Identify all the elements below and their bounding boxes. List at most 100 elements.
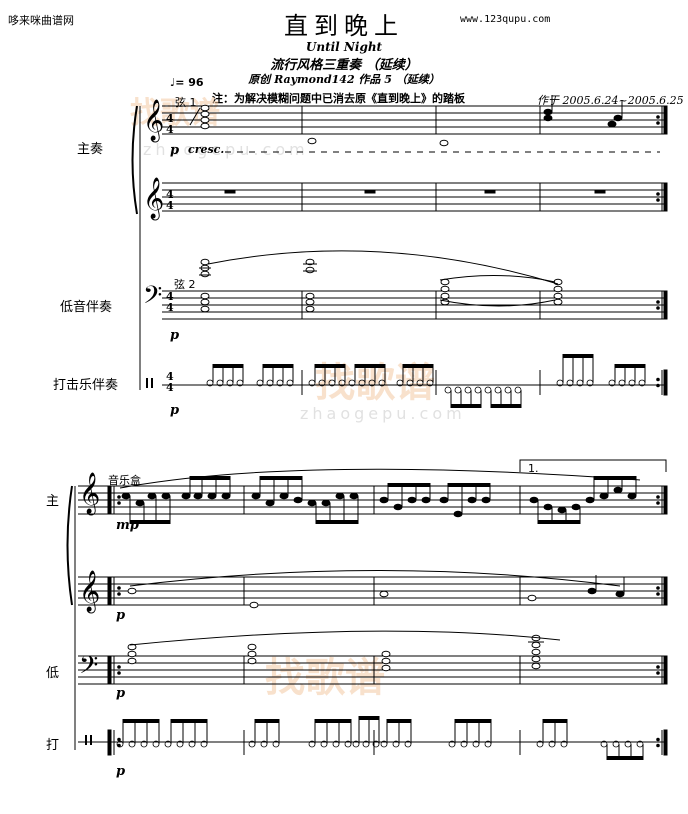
percussion-note [474, 386, 482, 394]
note-head [200, 258, 210, 266]
note-head [251, 492, 261, 500]
note-head [127, 650, 137, 658]
percussion-note [494, 386, 502, 394]
note-head [381, 657, 391, 665]
note-head [135, 499, 145, 507]
repeat-dot [656, 671, 660, 675]
beam [354, 364, 386, 368]
volta-bracket [519, 459, 667, 472]
subtitle-chinese: 流行风格三重奏 （延续） [270, 58, 418, 73]
staff-label-main: 主 [46, 494, 60, 509]
note-head [553, 285, 563, 293]
note-head [613, 114, 623, 122]
repeat-dot [656, 586, 660, 590]
watermark-domain: zhaogepu.com [300, 404, 466, 423]
slur [129, 570, 621, 587]
note-head [439, 139, 449, 147]
beam [606, 756, 644, 760]
repeat-dot [656, 665, 660, 669]
note-head [599, 492, 609, 500]
beam [314, 719, 352, 723]
note-head [200, 270, 210, 278]
rest [224, 189, 236, 194]
note-head [481, 496, 491, 504]
note-head [379, 496, 389, 504]
note-head [127, 657, 137, 665]
percussion-clef-icon [85, 378, 153, 745]
beam [402, 364, 434, 368]
note-head [531, 641, 541, 649]
svg-text:4: 4 [166, 290, 174, 303]
staff-label-percussion: 打 [46, 738, 60, 753]
final-barline [663, 655, 668, 685]
bass-clef-icon: 𝄢 [79, 651, 98, 686]
percussion-note [454, 386, 462, 394]
note-head [247, 643, 257, 651]
final-barline [663, 485, 668, 515]
final-barline [663, 369, 668, 396]
tie [439, 274, 556, 283]
arpeggio [189, 107, 201, 126]
beam [454, 719, 492, 723]
note-head [421, 496, 431, 504]
note-head [440, 285, 450, 293]
note-head [557, 506, 567, 514]
site-name-left: 哆来咪曲谱网 [8, 14, 74, 27]
repeat-dot [656, 501, 660, 505]
final-barline [663, 182, 668, 212]
percussion-note [504, 386, 512, 394]
percussion-note [514, 386, 522, 394]
page-title: 直到晚上 [284, 12, 404, 40]
slur [129, 630, 561, 646]
rest [594, 189, 606, 194]
note-head [379, 590, 389, 598]
note-head [407, 496, 417, 504]
note-head [305, 258, 315, 266]
note-head [247, 657, 257, 665]
note-head [249, 601, 259, 609]
note-head [585, 496, 595, 504]
note-head [587, 587, 597, 595]
treble-clef-icon: 𝄞 [143, 99, 164, 142]
staff-label-bass: 低 [46, 666, 60, 681]
bass-clef-icon: 𝄢 [143, 281, 162, 316]
note-head [200, 305, 210, 313]
note-head [147, 492, 157, 500]
dynamic-marking: p [116, 686, 126, 701]
treble-clef-icon: 𝄞 [143, 177, 164, 220]
note-head [279, 492, 289, 500]
beam [614, 364, 646, 368]
note-head [613, 486, 623, 494]
staff-label-percussion: 打击乐伴奏 [53, 378, 119, 393]
note-head [381, 650, 391, 658]
note-head [553, 298, 563, 306]
repeat-dot [656, 377, 660, 382]
repeat-dot [656, 115, 660, 119]
beam [129, 520, 171, 524]
repeat-dot [117, 737, 121, 742]
repeat-dot [656, 383, 660, 388]
instrument-marker: 弦 2 [174, 278, 196, 291]
note-head [193, 492, 203, 500]
note-head [200, 104, 210, 112]
composer-credit: 原创 Raymond142 作品 5 （延续） [248, 73, 440, 86]
svg-text:4: 4 [166, 112, 174, 125]
note-head [543, 503, 553, 511]
beam [212, 364, 244, 368]
note-head [531, 655, 541, 663]
beam [314, 364, 346, 368]
beam [562, 354, 594, 358]
percussion-note [484, 386, 492, 394]
dynamic-cresc: cresc. [188, 143, 225, 156]
beam [450, 404, 482, 408]
beam [387, 483, 431, 487]
note-head [607, 120, 617, 128]
repeat-dot [117, 592, 121, 596]
repeat-barline [107, 576, 112, 606]
repeat-dot [117, 671, 121, 675]
brace [66, 485, 73, 606]
slur [119, 468, 641, 489]
beam [262, 364, 294, 368]
repeat-barline [107, 485, 112, 515]
staff-lines [66, 105, 668, 756]
